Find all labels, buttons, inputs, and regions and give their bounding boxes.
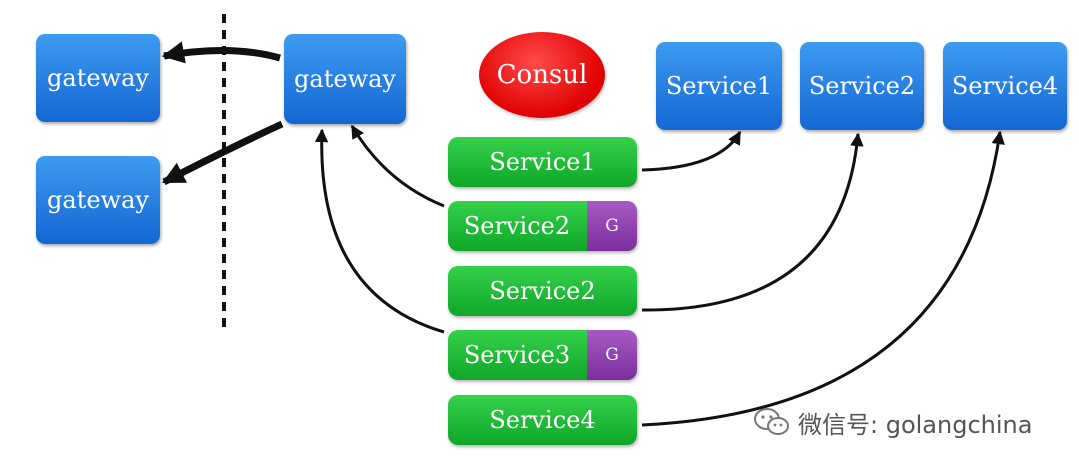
service4-node-label: Service4	[951, 72, 1059, 100]
arrow-service2-g-to-gateway	[350, 124, 445, 208]
service2-node-label: Service2	[808, 72, 916, 100]
arrow-service1-to-service1	[641, 130, 742, 172]
registry-entry-label: Service2	[463, 212, 571, 240]
gateway-main: gateway	[284, 34, 406, 124]
consul-node: Consul	[479, 32, 605, 118]
gateway-left-bottom-label: gateway	[47, 186, 149, 214]
arrow-gateway-to-gateway-top	[161, 41, 281, 64]
consul-label: Consul	[496, 60, 588, 90]
watermark-text: 微信号: golangchina	[798, 410, 1033, 439]
service1-node: Service1	[656, 42, 782, 130]
registry-entry-label: Service1	[489, 148, 596, 176]
registry-entry-service3-gateway: Service3 G	[448, 330, 637, 380]
watermark: 微信号: golangchina	[752, 402, 1032, 442]
registry-entry-label: Service4	[489, 406, 596, 434]
gateway-left-bottom: gateway	[36, 156, 160, 244]
wechat-icon	[754, 408, 789, 435]
registry-entry-service1: Service1	[448, 137, 637, 187]
arrow-service4-to-service4	[641, 130, 1005, 427]
registry-entry-service2-gateway: Service2 G	[448, 201, 637, 251]
arrow-service3-g-to-gateway	[314, 128, 445, 334]
registry-entry-label: Service2	[489, 277, 596, 305]
gateway-left-top-label: gateway	[47, 64, 149, 92]
arrow-gateway-to-gateway-bottom	[162, 120, 284, 186]
service2-node: Service2	[800, 42, 924, 130]
arrow-service2-to-service2	[641, 132, 864, 312]
gateway-tag: G	[587, 330, 637, 380]
registry-entry-service4: Service4	[448, 395, 637, 445]
service4-node: Service4	[943, 42, 1067, 130]
gateway-left-top: gateway	[36, 34, 160, 122]
service1-node-label: Service1	[665, 72, 773, 100]
gateway-main-label: gateway	[294, 65, 396, 93]
registry-entry-service2: Service2	[448, 266, 637, 316]
gateway-tag: G	[587, 201, 637, 251]
registry-entry-label: Service3	[463, 341, 571, 369]
